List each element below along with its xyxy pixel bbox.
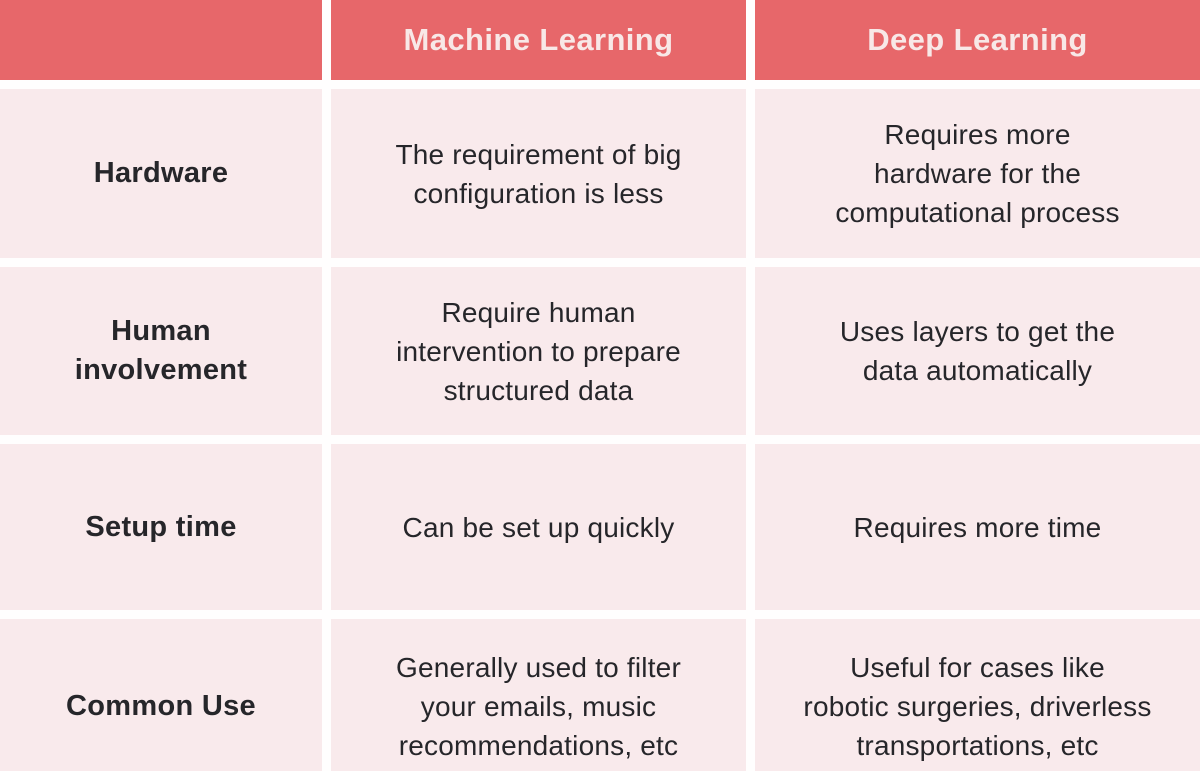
row-header-common-use-text: Common Use — [66, 690, 256, 722]
row-header-setup-time-text: Setup time — [85, 510, 237, 543]
cell-text: Uses layers to get the data automaticall… — [839, 316, 1116, 386]
cell-text: The requirement of big configuration is … — [395, 138, 682, 209]
cell-text: Requires more time — [853, 511, 1102, 543]
cell-human-involvement-machine-learning: Require human intervention to prepare st… — [331, 267, 746, 435]
cell-text: Require human intervention to prepare st… — [396, 296, 681, 406]
column-header-deep-learning-text: Deep Learning — [867, 22, 1088, 57]
cell-text: Generally used to filter your emails, mu… — [396, 652, 681, 761]
cell-human-involvement-deep-learning: Uses layers to get the data automaticall… — [755, 267, 1200, 435]
row-header-common-use: Common Use — [0, 619, 322, 771]
row-header-hardware: Hardware — [0, 89, 322, 258]
row-header-hardware-text: Hardware — [93, 157, 229, 189]
column-header-machine-learning-text: Machine Learning — [403, 22, 674, 57]
row-header-human-involvement: Human involvement — [0, 267, 322, 435]
cell-common-use-deep-learning: Useful for cases like robotic surgeries,… — [755, 619, 1200, 771]
cell-setup-time-machine-learning: Can be set up quickly — [331, 444, 746, 610]
cell-setup-time-deep-learning: Requires more time — [755, 444, 1200, 610]
cell-common-use-machine-learning: Generally used to filter your emails, mu… — [331, 619, 746, 771]
header-corner-cell — [0, 0, 322, 80]
row-header-human-involvement-text: Human involvement — [74, 315, 248, 386]
cell-text: Can be set up quickly — [402, 511, 675, 543]
row-header-setup-time: Setup time — [0, 444, 322, 610]
column-header-machine-learning: Machine Learning — [331, 0, 746, 80]
cell-hardware-machine-learning: The requirement of big configuration is … — [331, 89, 746, 258]
cell-hardware-deep-learning: Requires more hardware for the computati… — [755, 89, 1200, 258]
cell-text: Useful for cases like robotic surgeries,… — [803, 652, 1152, 761]
cell-text: Requires more hardware for the computati… — [835, 119, 1120, 228]
column-header-deep-learning: Deep Learning — [755, 0, 1200, 80]
